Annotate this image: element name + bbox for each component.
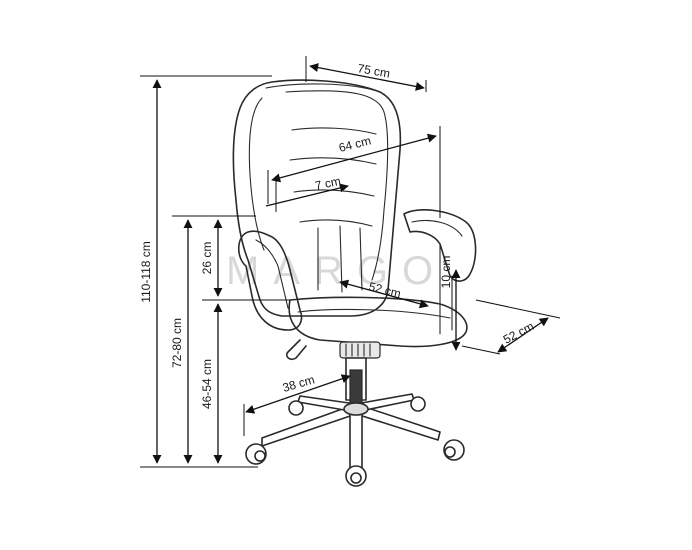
seat-height-label: 46-54 cm xyxy=(200,359,214,409)
total-width-label: 75 cm xyxy=(356,61,391,80)
total-height-label: 110-118 cm xyxy=(139,241,153,303)
gas-lift xyxy=(349,369,363,405)
backrest-width-label: 64 cm xyxy=(337,133,372,154)
seat-width-line xyxy=(339,279,429,309)
watermark-text: MARGO xyxy=(226,249,447,293)
armrest-height-label: 72-80 cm xyxy=(170,318,184,368)
right-armrest xyxy=(403,209,477,282)
watermark: MARGO xyxy=(226,249,447,293)
chair-illustration xyxy=(232,79,477,487)
backrest-depth-line xyxy=(265,183,349,207)
tilt-lever xyxy=(285,339,307,361)
backrest-padding xyxy=(248,97,265,251)
seat-depth-line xyxy=(497,317,549,353)
seat-depth-label: 52 cm xyxy=(501,319,536,347)
base-radius-line xyxy=(245,374,351,414)
backrest-depth-label: 7 cm xyxy=(314,174,342,193)
base-radius-label: 38 cm xyxy=(281,372,316,394)
backrest-width-line xyxy=(271,133,437,183)
left-armrest xyxy=(237,230,303,331)
armrest-above-seat-label: 26 cm xyxy=(200,242,214,275)
caster-wheels xyxy=(245,396,465,487)
dimension-lines: 110-118 cm 72-80 cm 46-54 cm 26 cm 75 cm… xyxy=(139,56,561,468)
total-width-line xyxy=(309,63,425,91)
armrest-thickness-label: 10 cm xyxy=(439,256,453,289)
